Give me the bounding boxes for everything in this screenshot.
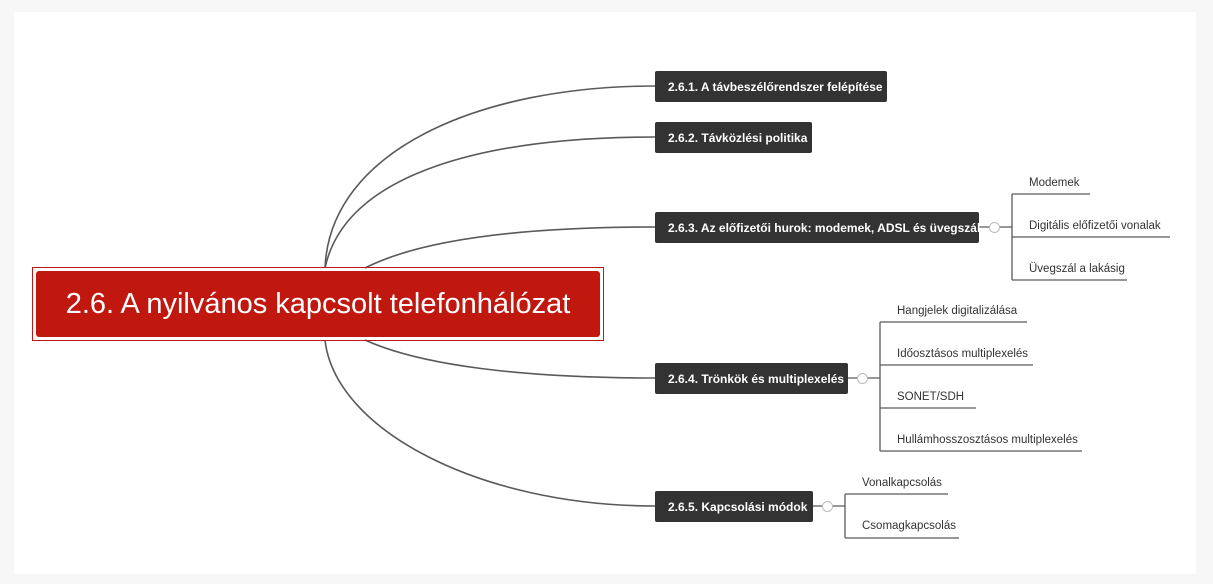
central-topic[interactable]: 2.6. A nyilvános kapcsolt telefonhálózat	[32, 267, 604, 341]
subtopic-sonet-sdh[interactable]: SONET/SDH	[897, 391, 965, 403]
link-root-topic-2	[324, 136, 656, 269]
collapse-toggle-topic-5[interactable]	[822, 501, 833, 512]
subtopic-uvegszal-a-lakasig[interactable]: Üvegszál a lakásig	[1029, 263, 1125, 275]
link-root-topic-1	[324, 85, 656, 269]
topic-2-6-3[interactable]: 2.6.3. Az előfizetői hurok: modemek, ADS…	[655, 212, 980, 243]
link-root-topic-4	[364, 339, 656, 379]
subtopic-hangjelek-digitalizalasa[interactable]: Hangjelek digitalizálása	[897, 305, 1018, 317]
bracket-topic-4	[848, 322, 881, 451]
subtopic-digitalis-elofizetoi-vonalak[interactable]: Digitális előfizetői vonalak	[1029, 220, 1161, 232]
central-topic-label: 2.6. A nyilvános kapcsolt telefonhálózat	[36, 271, 600, 337]
subtopic-csomagkapcsolas[interactable]: Csomagkapcsolás	[862, 520, 956, 532]
topic-2-6-4[interactable]: 2.6.4. Trönkök és multiplexelés	[655, 363, 848, 394]
link-root-topic-5	[324, 339, 656, 507]
bracket-topic-3	[979, 194, 1013, 280]
collapse-toggle-topic-3[interactable]	[989, 222, 1000, 233]
collapse-toggle-topic-4[interactable]	[857, 373, 868, 384]
subtopic-idoosztasos-multiplexeles[interactable]: Időosztásos multiplexelés	[897, 348, 1029, 360]
topic-2-6-1[interactable]: 2.6.1. A távbeszélőrendszer felépítése	[655, 71, 887, 102]
subtopic-vonalkapcsolas[interactable]: Vonalkapcsolás	[862, 477, 942, 489]
subtopic-hullamhosszosztasos-multiplexeles[interactable]: Hullámhosszosztásos multiplexelés	[897, 434, 1078, 446]
topic-2-6-5[interactable]: 2.6.5. Kapcsolási módok	[655, 491, 813, 522]
link-root-topic-3	[364, 226, 656, 269]
topic-2-6-2[interactable]: 2.6.2. Távközlési politika	[655, 122, 812, 153]
subtopic-modemek[interactable]: Modemek	[1029, 177, 1080, 189]
